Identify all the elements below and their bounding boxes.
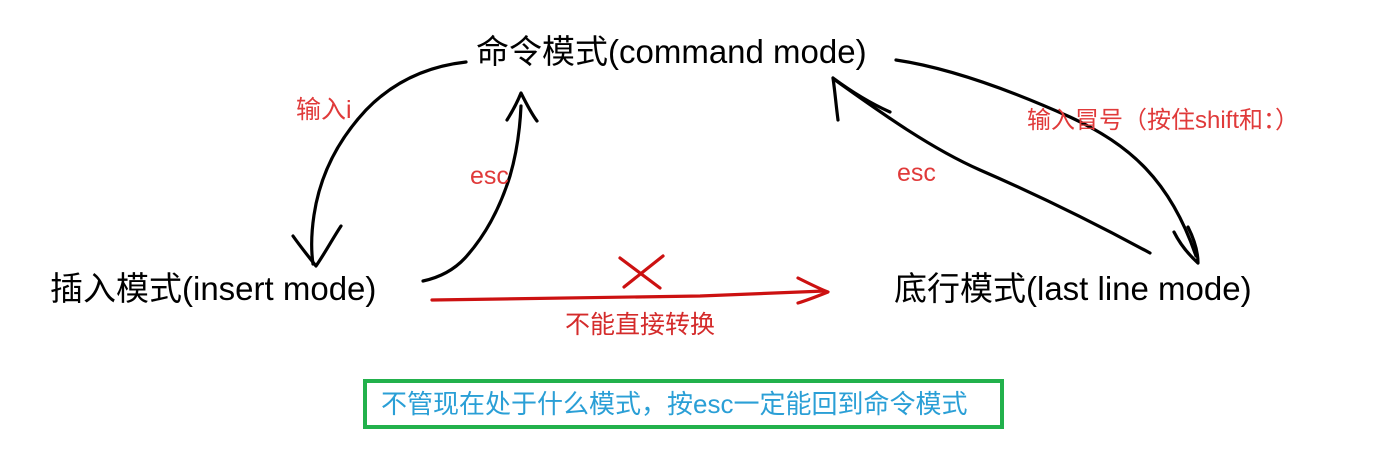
edge-command-to-lastline-arrowhead [1172,225,1200,265]
edge-command-to-insert-arrowhead [291,224,343,268]
label-cannot-convert: 不能直接转换 [565,311,716,339]
edge-lastline-to-command-arrowhead [831,76,892,122]
node-command-mode: 命令模式(command mode) [476,33,867,70]
edge-insert-to-command-arrowhead [505,91,539,123]
edge-insert-to-command-line [421,104,523,283]
edge-forbidden-line [430,289,827,302]
edge-command-to-insert-line [310,60,468,266]
edge-forbidden-arrowhead [796,276,830,305]
node-last-line-mode: 底行模式(last line mode) [894,270,1252,307]
label-input-colon: 输入冒号（按住shift和：） [1027,107,1300,134]
forbidden-x-icon [618,254,665,290]
node-insert-mode: 插入模式(insert mode) [50,270,377,307]
label-input-i: 输入i [296,96,352,124]
label-esc-left: esc [470,162,509,190]
edge-lastline-to-command-line [833,78,1152,255]
note-box: 不管现在处于什么模式，按esc一定能回到命令模式 [363,379,1004,429]
edge-command-to-lastline-line [894,58,1198,258]
note-text: 不管现在处于什么模式，按esc一定能回到命令模式 [381,389,968,419]
label-esc-right: esc [897,159,936,187]
